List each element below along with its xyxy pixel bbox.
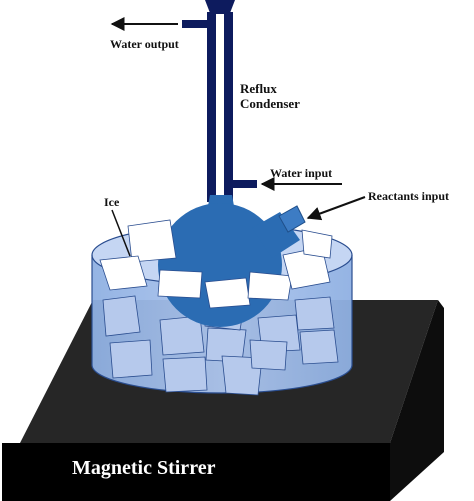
ice-cube — [204, 277, 251, 309]
ice-cube — [249, 339, 288, 371]
ice-label: Ice — [104, 195, 120, 209]
ice-cube — [157, 269, 203, 299]
floating-ice — [99, 219, 333, 309]
bath-bottom-edge — [91, 364, 353, 394]
condenser-label: Condenser — [240, 96, 300, 111]
water-output-label: Water output — [110, 37, 179, 51]
ice-cube — [99, 255, 148, 291]
ice-cube — [294, 296, 335, 331]
water-input-port — [233, 180, 257, 188]
condenser-top-adapter — [205, 0, 235, 13]
labels: Water output Reflux Condenser Water inpu… — [104, 17, 449, 257]
stirrer-front-face — [2, 443, 390, 501]
submerged-ice — [102, 294, 339, 396]
ice-cube — [247, 271, 293, 301]
water-input-label: Water input — [270, 166, 332, 180]
ice-pointer-line — [111, 209, 131, 257]
condenser-inner-tube — [216, 14, 224, 200]
reflux-label: Reflux — [240, 81, 277, 96]
ice-cube — [301, 229, 333, 259]
magnetic-stirrer-label: Magnetic Stirrer — [72, 457, 216, 479]
stirrer-right-face — [390, 300, 444, 501]
ice-cube — [109, 339, 153, 379]
ice-cube — [102, 295, 141, 337]
ice-cube — [299, 329, 339, 365]
side-neck-stopper — [278, 205, 306, 233]
water-output-port — [182, 20, 208, 28]
ice-cube — [127, 219, 177, 263]
ice-cube — [162, 356, 208, 393]
ice-cube — [159, 315, 205, 356]
reactants-input-arrow — [306, 196, 366, 221]
reactants-input-label: Reactants input — [368, 189, 449, 203]
reflux-condenser — [182, 0, 257, 202]
